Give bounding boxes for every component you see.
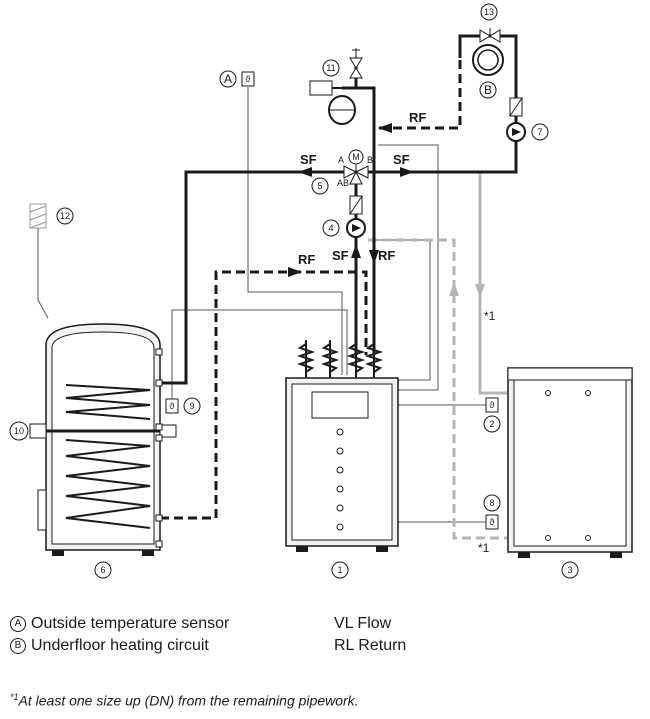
outside-sensor-symbol: ϑ <box>246 74 251 84</box>
label-sf-right: SF <box>393 152 410 167</box>
badge-1-text: 1 <box>337 565 342 575</box>
label-rf-top: RF <box>409 110 426 125</box>
legend-right: VL Flow RL Return <box>334 613 406 657</box>
dhw-cylinder <box>29 323 177 556</box>
port-a-label: A <box>338 155 344 165</box>
badge-4 <box>322 219 340 237</box>
badge-12-text: 12 <box>60 211 70 221</box>
footnote-text: At least one size up (DN) from the remai… <box>18 692 359 709</box>
legend-b-text: Underfloor heating circuit <box>31 637 209 654</box>
footnote: *1At least one size up (DN) from the rem… <box>10 692 359 709</box>
sensor-12 <box>29 203 47 229</box>
badge-10 <box>9 421 29 441</box>
thin-line-valve <box>378 144 439 391</box>
note-mark-bottom: *1 <box>478 541 490 555</box>
badge-b-text: B <box>484 83 492 97</box>
badge-2-text: 2 <box>489 419 494 429</box>
arrow-sf-left <box>298 167 312 177</box>
legend-item-b: B Underfloor heating circuit <box>10 635 229 657</box>
label-sf-left: SF <box>300 152 317 167</box>
badge-6 <box>94 561 112 579</box>
port-b-label: B <box>367 155 373 165</box>
buffer-sensor-2-symbol: ϑ <box>490 400 495 410</box>
sensor-12-cable <box>37 228 49 319</box>
legend-vl: VL Flow <box>334 615 392 632</box>
port-ab-label: AB <box>337 178 349 188</box>
buffer-cylinder <box>507 367 633 558</box>
badge-b <box>479 81 497 99</box>
badge-9 <box>183 397 201 415</box>
badge-5-text: 5 <box>317 181 322 191</box>
buffer-flow-pipe <box>478 172 548 395</box>
main-flow-pipe <box>354 145 518 355</box>
badge-8-text: 8 <box>489 498 494 508</box>
motor-label: M <box>352 152 360 162</box>
badge-12 <box>56 207 74 225</box>
three-way-valve <box>343 164 369 185</box>
legend-item-a: A Outside temperature sensor <box>10 613 229 635</box>
badge-13 <box>480 3 498 21</box>
dhw-flow-pipe <box>160 170 356 385</box>
badge-13-text: 13 <box>484 7 494 17</box>
note-mark-top: *1 <box>484 309 496 323</box>
badge-10-text: 10 <box>14 426 24 436</box>
legend-rl: RL Return <box>334 637 407 654</box>
sensor-9-cable <box>171 309 348 405</box>
outside-sensor <box>241 71 255 87</box>
heating-system-diagram: A ϑ 12 11 13 B 7 <box>9 3 633 579</box>
expansion-pipe <box>342 86 376 355</box>
cylinder-sensor <box>165 398 179 414</box>
badge-9-text: 9 <box>189 401 194 411</box>
safety-valve <box>349 48 363 79</box>
badge-7-text: 7 <box>537 127 542 137</box>
buffer-flow-arrow <box>475 284 485 298</box>
label-rf-right: RF <box>378 248 395 263</box>
heat-pump <box>285 340 399 552</box>
badge-11-text: 11 <box>326 63 335 73</box>
sensor-a-cable <box>247 87 343 375</box>
arrow-rf-top <box>378 123 392 133</box>
legend-a-badge: A <box>10 616 26 632</box>
badge-a-text: A <box>224 72 232 86</box>
badge-7 <box>531 123 549 141</box>
badge-3 <box>561 561 579 579</box>
legend-left: A Outside temperature sensor B Underfloo… <box>10 613 229 657</box>
legend-b-badge: B <box>10 638 26 654</box>
legend-a-text: Outside temperature sensor <box>31 615 230 632</box>
badge-5 <box>311 177 329 195</box>
badge-4-text: 4 <box>328 223 333 233</box>
buffer-return-arrow <box>449 282 459 296</box>
badge-a <box>219 70 237 88</box>
label-rf-mid: RF <box>298 252 315 267</box>
buffer-sensor-8 <box>485 514 499 530</box>
expansion-fitting <box>309 80 333 96</box>
badge-6-text: 6 <box>100 565 105 575</box>
cylinder-sensor-symbol: ϑ <box>170 401 175 411</box>
badge-1 <box>331 561 349 579</box>
arrow-rf-down <box>369 250 379 264</box>
arrow-rf-mid <box>288 267 302 277</box>
buffer-sensor-2 <box>485 397 499 413</box>
arrow-sf-up <box>351 244 361 258</box>
buffer-sensor-8-symbol: ϑ <box>490 517 495 527</box>
footnote-mark: *1 <box>10 692 19 702</box>
ufh-valve <box>479 28 501 43</box>
buffer-return-pipe <box>368 238 548 540</box>
badge-11 <box>322 59 340 77</box>
arrow-sf-right <box>400 167 414 177</box>
label-sf-mid: SF <box>332 248 349 263</box>
badge-2 <box>483 415 501 433</box>
valve-motor <box>348 149 364 165</box>
badge-3-text: 3 <box>567 565 572 575</box>
badge-8 <box>483 494 501 512</box>
dhw-return-pipe <box>160 270 368 520</box>
ufh-return-pipe <box>374 60 462 130</box>
